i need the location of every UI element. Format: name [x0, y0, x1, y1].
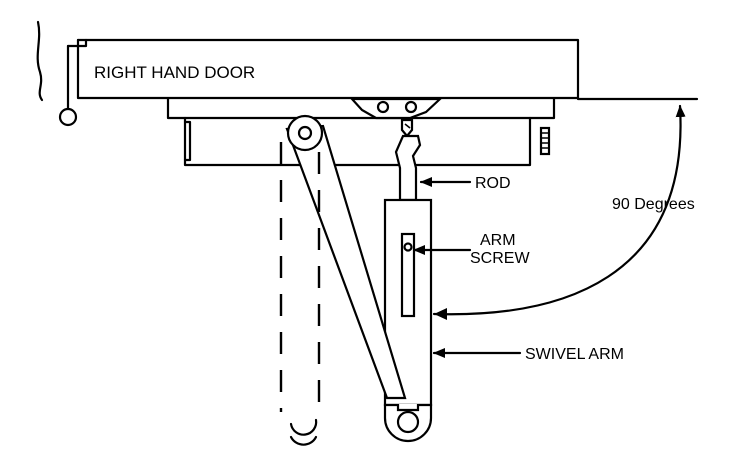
door-jamb: [36, 20, 88, 127]
arm-alternate-position: [279, 142, 321, 446]
bracket-screw-icon: [404, 100, 418, 114]
door: RIGHT HAND DOOR: [76, 38, 580, 100]
arm-screw-label-line1: ARM: [480, 232, 516, 249]
angle-arc: [432, 104, 686, 316]
rod: [394, 118, 422, 202]
main-arm-pivot-icon: [297, 125, 313, 141]
closer-body: [166, 97, 556, 167]
arm-screw-label-line2: SCREW: [470, 250, 530, 267]
arm-pivot-icon: [396, 410, 420, 434]
screw-slot: [400, 232, 416, 318]
swivel-arm: [383, 198, 433, 443]
door-label: RIGHT HAND DOOR: [94, 63, 255, 82]
mounting-bracket: [349, 97, 443, 120]
adjust-valve-icon: [539, 126, 551, 156]
swivel-arm-label: SWIVEL ARM: [525, 346, 624, 363]
angle-label: 90 Degrees: [612, 196, 695, 213]
arm-screw-icon: [403, 242, 413, 252]
hinge-pivot-icon: [58, 107, 78, 127]
main-arm: [285, 114, 407, 400]
bracket-screw-icon: [376, 100, 390, 114]
angle-arc-arrowhead-icon: [434, 308, 447, 320]
rod-label: ROD: [475, 175, 511, 192]
